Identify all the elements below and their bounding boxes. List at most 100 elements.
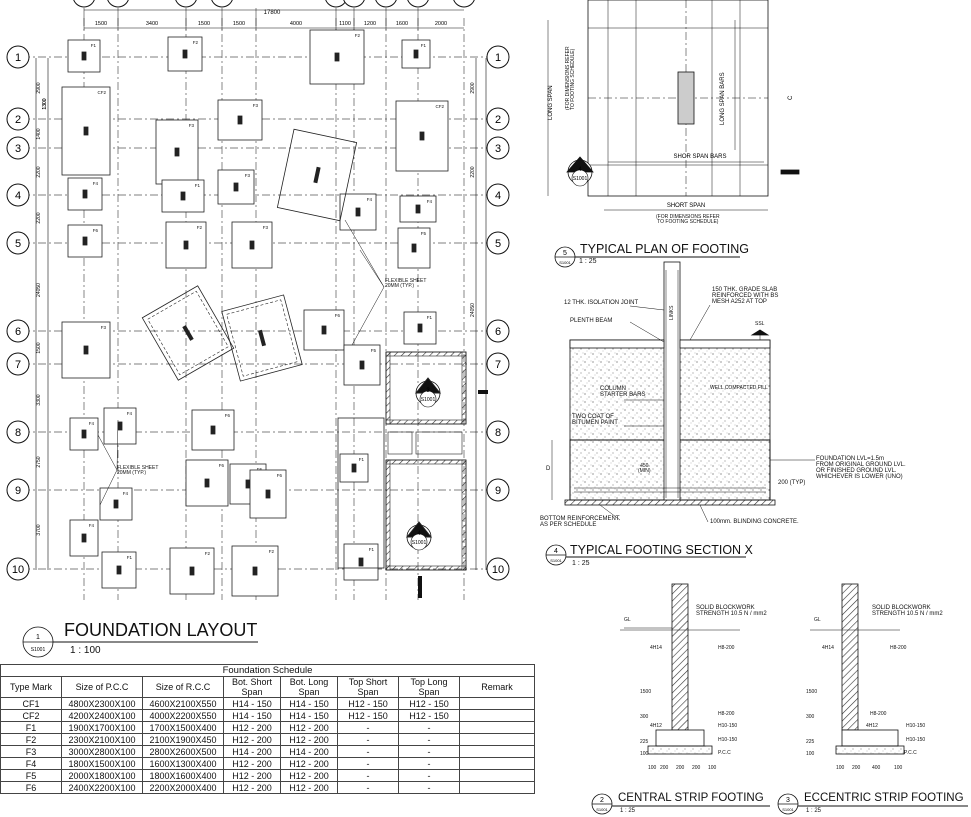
footing: F6: [191, 409, 235, 451]
grid-row-bubble: 4: [486, 183, 510, 207]
schedule-cell: 1900X1700X100: [61, 721, 143, 734]
svg-text:S1001: S1001: [596, 807, 608, 812]
schedule-cell: [459, 745, 535, 758]
schedule-cell: H14 - 150: [223, 709, 281, 722]
top-dimension: 1500: [95, 21, 107, 27]
eccentric-dimension: 100: [894, 765, 903, 771]
eccentric-gl-label: GL: [814, 617, 821, 623]
depth-d-label: D: [546, 466, 551, 472]
schedule-cell: [459, 721, 535, 734]
svg-text:S1001: S1001: [31, 647, 46, 653]
grid-row-bubble: 8: [6, 420, 30, 444]
central-bar-label: H8-200: [718, 645, 735, 651]
schedule-cell: F1: [0, 721, 62, 734]
overall-dimension: 17800: [264, 10, 281, 16]
column-bubbles: [73, 0, 475, 8]
flexible-sheet-note: FLEXIBLE SHEET 20MM (TYP.): [385, 278, 427, 289]
top-dimension: 3400: [146, 21, 158, 27]
footing: F3: [217, 99, 263, 141]
svg-text:3: 3: [495, 143, 501, 155]
central-dimension: 300: [640, 714, 649, 720]
schedule-cell: H14 - 150: [223, 697, 281, 710]
footing: F2: [309, 29, 365, 85]
schedule-cell: -: [337, 721, 399, 734]
footing: F3: [61, 321, 111, 379]
svg-text:2: 2: [15, 114, 21, 126]
schedule-header-cell: Size of R.C.C: [142, 676, 224, 698]
schedule-cell: 4000X2200X550: [142, 709, 224, 722]
schedule-header-cell: Top Short Span: [337, 676, 399, 698]
eccentric-dimension: 1500: [806, 689, 818, 695]
foundation-lvl-note: FOUNDATION LVL=1.5m FROM ORIGINAL GROUND…: [816, 456, 906, 480]
schedule-cell: -: [398, 757, 460, 770]
schedule-cell: [459, 697, 535, 710]
grid-row-bubble: 5: [6, 231, 30, 255]
left-dimension: 2200: [36, 212, 42, 223]
schedule-cell: H14 - 150: [280, 697, 338, 710]
svg-text:F1: F1: [91, 43, 97, 48]
svg-text:7: 7: [15, 359, 21, 371]
left-dimension: 2750: [36, 456, 42, 467]
footing: F3: [217, 169, 255, 205]
svg-text:S1001: S1001: [559, 260, 571, 265]
svg-text:5: 5: [563, 250, 567, 257]
foundation-layout-title: FOUNDATION LAYOUT: [64, 620, 258, 640]
schedule-cell: F5: [0, 769, 62, 782]
eccentric-bar-label: H10-150: [906, 737, 926, 743]
eccentric-dimension: 200: [852, 765, 861, 771]
left-dimension: 1500: [36, 342, 42, 353]
min-450-note: 450 (MIN): [638, 463, 651, 474]
plinth-beam-note: PLENTH BEAM: [570, 318, 613, 324]
svg-text:F1: F1: [421, 43, 427, 48]
schedule-header-cell: Remark: [459, 676, 535, 698]
central-bar-label: H10-150: [718, 737, 738, 743]
svg-text:CF2: CF2: [97, 90, 106, 95]
svg-text:4: 4: [15, 190, 21, 202]
svg-text:F6: F6: [277, 473, 283, 478]
left-dimension: 2200: [36, 166, 42, 177]
central-bar-label: P.C.C: [718, 750, 731, 756]
schedule-cell: -: [398, 721, 460, 734]
svg-text:F1: F1: [127, 555, 133, 560]
schedule-cell: H12 - 200: [223, 733, 281, 746]
svg-text:8: 8: [495, 427, 501, 439]
footing: F1: [343, 543, 379, 581]
central-dimension: 100: [708, 765, 717, 771]
long-span-label: LONG SPAN: [548, 85, 554, 120]
svg-text:F3: F3: [101, 325, 107, 330]
svg-text:F6: F6: [225, 413, 231, 418]
svg-text:6: 6: [495, 326, 501, 338]
right-dimension: 2200: [470, 166, 476, 177]
schedule-caption: Foundation Schedule: [0, 664, 535, 677]
svg-text:F3: F3: [189, 123, 195, 128]
top-dimension: 1500: [233, 21, 245, 27]
plan-of-footing: [547, 0, 800, 211]
schedule-cell: 2300X2100X100: [61, 733, 143, 746]
eccentric-strip-scale: 1 : 25: [806, 808, 822, 814]
eccentric-bar-label: 4H12: [866, 723, 878, 729]
footing: CF2: [61, 86, 111, 176]
svg-text:S1001: S1001: [550, 558, 562, 563]
left-dimension: 2900: [36, 82, 42, 93]
rotated-footing-upper: [276, 128, 358, 222]
svg-text:4: 4: [554, 548, 558, 555]
schedule-cell: H12 - 150: [398, 697, 460, 710]
central-strip-scale: 1 : 25: [620, 808, 636, 814]
eccentric-bar-label: H10-150: [906, 723, 926, 729]
right-dimension: 24050: [470, 303, 476, 317]
left-dimension: 3300: [36, 394, 42, 405]
svg-text:S1001: S1001: [421, 397, 436, 403]
svg-text:1: 1: [15, 52, 21, 64]
svg-text:3: 3: [426, 388, 430, 394]
schedule-cell: F2: [0, 733, 62, 746]
central-strip-section: [620, 583, 740, 755]
eccentric-dimension: 100: [836, 765, 845, 771]
top-dimension: 1600: [396, 21, 408, 27]
schedule-cell: H12 - 150: [337, 709, 399, 722]
footing: F2: [231, 545, 279, 597]
svg-text:3: 3: [15, 143, 21, 155]
footing: F4: [69, 519, 99, 557]
